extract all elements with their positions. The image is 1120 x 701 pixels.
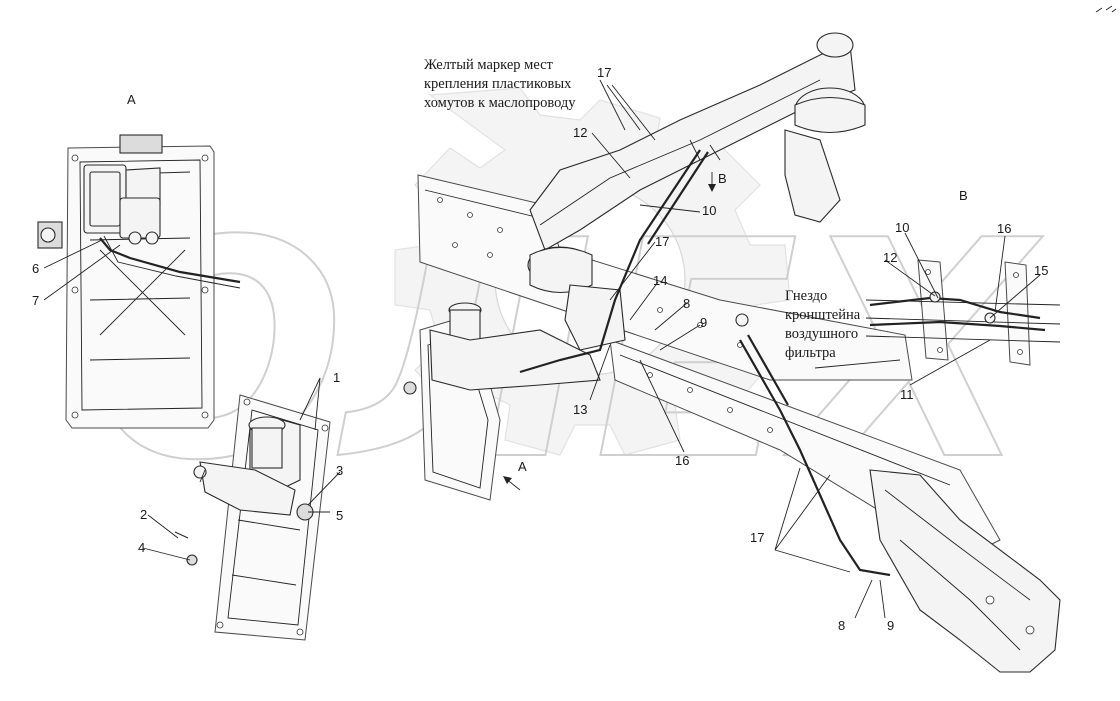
callout-17-top: 17 [597, 65, 611, 80]
callout-9-upper: 9 [700, 315, 707, 330]
callout-17-center: 17 [655, 234, 669, 249]
callout-3: 3 [336, 463, 343, 478]
callout-15: 15 [1034, 263, 1048, 278]
callout-16-view-b: 16 [997, 221, 1011, 236]
view-a-arrow-label: А [518, 459, 527, 474]
note-socket-line-2: кронштейна [785, 307, 861, 323]
view-b-arrow-label: В [718, 171, 727, 186]
bracket-exploded [174, 394, 331, 641]
callout-12-center: 12 [573, 125, 587, 140]
callout-numbers: 1 2 3 4 5 6 7 8 8 9 9 10 10 11 12 12 13 … [32, 65, 1048, 633]
suspension-upper [519, 32, 866, 374]
view-b-detail [865, 259, 1061, 366]
callout-17-lower: 17 [750, 530, 764, 545]
note-socket-line-4: фильтра [785, 345, 836, 361]
callout-1: 1 [333, 370, 340, 385]
view-b-title: В [959, 188, 968, 203]
note-marker-line-2: крепления пластиковых [424, 76, 572, 92]
callout-13: 13 [573, 402, 587, 417]
view-a-title: А [127, 92, 136, 107]
callout-9-lower: 9 [887, 618, 894, 633]
note-marker: Желтый маркер мест крепления пластиковых… [424, 57, 576, 111]
callout-8-upper: 8 [683, 296, 690, 311]
view-a-detail [37, 134, 241, 429]
callout-6: 6 [32, 261, 39, 276]
note-marker-line-3: хомутов к маслопроводу [424, 95, 576, 111]
callout-2: 2 [140, 507, 147, 522]
callout-12-view-b: 12 [883, 250, 897, 265]
callout-10-view-b: 10 [895, 220, 909, 235]
corner-mark [1095, 5, 1117, 13]
note-marker-line-1: Желтый маркер мест [424, 57, 554, 73]
note-socket: Гнездо кронштейна воздушного фильтра [785, 288, 861, 361]
callout-4: 4 [138, 540, 145, 555]
note-socket-line-3: воздушного [785, 326, 858, 342]
callout-14: 14 [653, 273, 667, 288]
center-valve-bracket [403, 302, 601, 501]
callout-11: 11 [900, 387, 914, 402]
leader-lines [43, 79, 1041, 619]
note-socket-line-1: Гнездо [785, 288, 827, 304]
suspension-lower-right [735, 313, 1061, 673]
callout-10-center: 10 [702, 203, 716, 218]
callout-7: 7 [32, 293, 39, 308]
callout-5: 5 [336, 508, 343, 523]
callout-8-lower: 8 [838, 618, 845, 633]
view-labels: А В А В [127, 92, 968, 474]
callout-16-center: 16 [675, 453, 689, 468]
